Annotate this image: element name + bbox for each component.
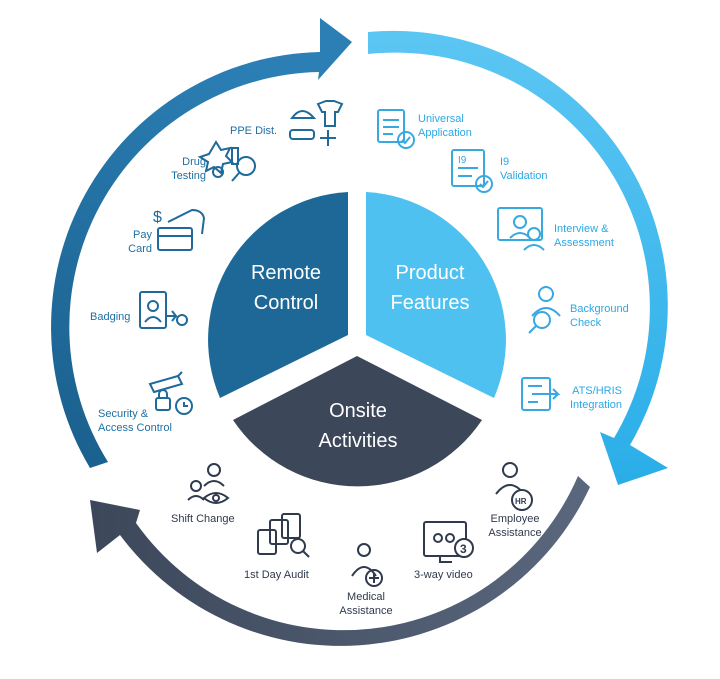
background-check-icon — [528, 286, 561, 334]
background-check-label: Background Check — [570, 303, 629, 329]
pay-card-label: Pay Card — [128, 229, 152, 255]
three-way-video-label: 3-way video — [414, 569, 473, 581]
universal-application-label: Universal Application — [418, 113, 472, 139]
security-camera-icon — [148, 371, 193, 415]
svg-text:$: $ — [153, 209, 162, 226]
employee-icon — [495, 462, 533, 511]
ats-hris-label: ATS/HRIS Integration — [570, 385, 622, 411]
badging-label: Badging — [90, 311, 131, 323]
i9-icon: I9 — [451, 149, 493, 193]
employee-assistance-label: Employee Assistance — [488, 513, 542, 539]
drug-testing-label: Drug Testing — [171, 156, 206, 182]
interview-assessment-label: Interview & Assessment — [554, 223, 614, 249]
video-badge: 3 — [460, 542, 467, 556]
product-features-label: Product Features — [390, 262, 470, 314]
badge-icon — [139, 291, 188, 329]
medical-icon — [351, 543, 383, 587]
pay-card-icon: $ — [153, 208, 206, 251]
security-label: Security & Access Control — [98, 408, 172, 434]
drug-testing-icon — [197, 140, 256, 182]
remote-arc-arrow — [51, 18, 353, 468]
integration-icon — [521, 377, 561, 411]
shift-change-label: Shift Change — [171, 513, 235, 525]
first-day-audit-label: 1st Day Audit — [244, 569, 309, 581]
product-features-segment — [366, 192, 506, 398]
product-arc-arrow — [368, 30, 668, 486]
remote-control-label: Remote Control — [250, 262, 322, 314]
svg-text:I9: I9 — [458, 155, 467, 166]
interview-icon — [497, 207, 545, 251]
employee-badge: HR — [515, 497, 527, 506]
remote-control-segment — [208, 192, 348, 398]
onsite-activities-segment — [233, 356, 482, 487]
ppe-icon — [289, 100, 344, 146]
onsite-arc-arrow — [90, 476, 590, 646]
application-icon — [377, 109, 415, 149]
audit-icon — [257, 513, 310, 558]
i9-validation-label: I9 Validation — [500, 156, 548, 182]
onsite-activities-label: Onsite Activities — [318, 400, 398, 452]
shift-change-icon — [187, 463, 230, 504]
ppe-dist-label: PPE Dist. — [230, 125, 278, 137]
video-icon — [423, 521, 474, 563]
medical-assistance-label: Medical Assistance — [339, 591, 393, 617]
